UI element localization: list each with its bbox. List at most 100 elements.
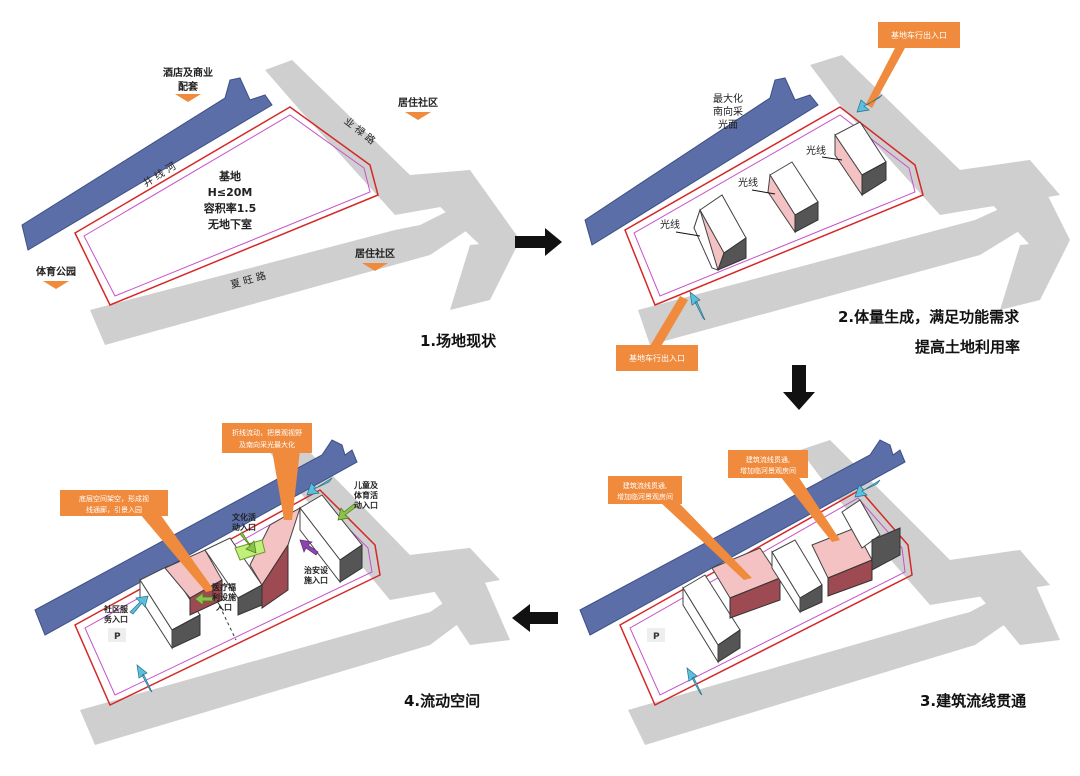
site-info-line: 无地下室 [207, 217, 252, 231]
parking-label: P [653, 632, 660, 642]
culture-entry-label: 文化活 动入口 [232, 512, 256, 532]
medical-entry-text: 入口 [215, 603, 232, 612]
callout-text: 增加临河景观房间 [740, 466, 796, 475]
entry-top-label: 基地车行出入口 [891, 30, 947, 40]
site-magenta-line [633, 114, 916, 297]
panel-3-caption: 3.建筑流线贯通 [920, 692, 1026, 710]
sun-note-line: 南向采 [713, 105, 743, 118]
children-entry-arrow-icon [337, 503, 357, 521]
light-label: 光线 [738, 176, 758, 189]
arrow-right-icon [515, 228, 562, 256]
road-bottom-extend [1000, 240, 1070, 310]
residential-top-label: 居住社区 [398, 96, 438, 109]
arrow-left-icon [512, 604, 558, 632]
callout-text: 线通廊，引景入园 [86, 505, 142, 514]
blue-arrow-icon [306, 477, 333, 496]
orange-marker-icon [405, 112, 431, 120]
parking-label: P [114, 632, 121, 642]
light-arrow [675, 156, 843, 237]
community-entry-text: 务入口 [104, 614, 128, 624]
children-entry-text: 儿童及 [353, 480, 379, 490]
panel-4-flow-space: P 折线流动，把景观视野 及南向采光最大化 底层空间架空，形成视 线通廊，引景入… [34, 423, 510, 745]
medical-entry-text: 医疗福 [212, 582, 236, 592]
river [21, 77, 273, 251]
site-redline [74, 489, 381, 707]
road-bottom [90, 200, 490, 345]
site-info-line: 容积率1.5 [203, 201, 257, 215]
community-entry-arrow-icon [129, 595, 149, 615]
building-block [693, 194, 747, 272]
panel-3-circulation: P 建筑流线贯通, 增加临河景观房间 建筑流线贯通, 增加临河景观房间 3.建筑… [579, 439, 1060, 745]
road-bottom [628, 585, 1040, 745]
entry-callout-bottom: 基地车行出入口 [616, 291, 706, 371]
panel-1-site-status: 井 线 河 业 禄 路 夏 旺 路 基地 H≤20M 容积率1.5 无地下室 酒… [21, 60, 520, 350]
sports-park-label: 体育公园 [36, 265, 76, 278]
medical-entry-label: 医疗福 利设施 入口 [211, 582, 236, 612]
residential-bottom-marker: 居住社区 [355, 247, 395, 271]
road-bottom [638, 195, 1050, 345]
site-redline [624, 106, 924, 306]
blue-arrow-icon [686, 667, 703, 696]
entry-bottom-label: 基地车行出入口 [629, 353, 685, 363]
building-block [834, 121, 887, 197]
children-entry-text: 动入口 [354, 500, 378, 510]
panel-1-caption: 1.场地现状 [420, 332, 497, 350]
culture-entry-text: 动入口 [232, 522, 256, 532]
sun-note-line: 光面 [718, 118, 738, 131]
hotel-marker: 酒店及商业 配套 [163, 66, 213, 102]
river [584, 77, 819, 246]
community-entry-text: 社区服 [103, 604, 129, 614]
panel-4-caption: 4.流动空间 [404, 692, 480, 710]
callout-text: 建筑流线贯通, [746, 455, 790, 464]
callout-left: 底层空间架空，形成视 线通廊，引景入园 [60, 490, 214, 592]
callout-text: 折线流动，把景观视野 [232, 428, 302, 437]
building-chain [682, 499, 901, 664]
blue-arrow-icon [136, 664, 153, 693]
culture-entry-text: 文化活 [232, 512, 256, 522]
callout-text: 建筑流线贯通, [623, 481, 667, 490]
children-entry-label: 儿童及 体育活 动入口 [353, 480, 379, 510]
entry-callout-top: 基地车行出入口 [856, 22, 960, 113]
panel-2-massing: 光线 光线 光线 最大化 南向采 光面 基地车行出入口 基地车行出入口 2.体量… [584, 22, 1070, 371]
site-info-line: 基地 [218, 169, 241, 183]
medical-entry-arrow-icon [194, 592, 214, 606]
security-entry-text: 施入口 [304, 575, 328, 585]
culture-entry-arrow-icon [239, 531, 257, 554]
hotel-label: 配套 [178, 80, 199, 93]
residential-bottom-label: 居住社区 [355, 247, 395, 260]
callout-left: 建筑流线贯通, 增加临河景观房间 [608, 476, 752, 580]
site-info-line: H≤20M [208, 186, 253, 199]
blue-arrow-icon [854, 479, 881, 498]
road-bottom [80, 585, 490, 745]
arrow-down-icon [783, 365, 815, 410]
callout-text: 底层空间架空，形成视 [79, 494, 149, 503]
security-entry-arrow-icon [299, 539, 319, 556]
light-label: 光线 [660, 218, 680, 231]
security-entry-label: 治安设 施入口 [304, 565, 328, 585]
light-label: 光线 [806, 144, 826, 157]
road-bottom-extend [450, 240, 520, 310]
hotel-label: 酒店及商业 [163, 66, 213, 79]
callout-top: 折线流动，把景观视野 及南向采光最大化 [222, 423, 312, 520]
orange-marker-icon [175, 94, 201, 102]
blue-arrow-icon [856, 94, 883, 113]
orange-marker-icon [362, 263, 388, 271]
sun-note: 最大化 南向采 光面 [713, 92, 743, 131]
orange-marker-icon [43, 281, 69, 289]
panel-2-caption: 2.体量生成，满足功能需求 [838, 308, 1020, 326]
community-entry-label: 社区服 务入口 [103, 604, 129, 624]
site-redline [74, 106, 379, 306]
medical-entry-text: 利设施 [211, 592, 236, 602]
callout-text: 增加临河景观房间 [617, 492, 673, 501]
children-entry-text: 体育活 [354, 490, 378, 500]
river [579, 439, 906, 636]
blue-arrow-icon [689, 291, 706, 321]
site-magenta-line [83, 114, 371, 297]
panel-2-caption: 提高土地利用率 [915, 338, 1020, 356]
security-entry-text: 治安设 [304, 565, 328, 575]
site-info: 基地 H≤20M 容积率1.5 无地下室 [203, 169, 257, 231]
sports-park-marker: 体育公园 [36, 265, 76, 289]
callout-right: 建筑流线贯通, 增加临河景观房间 [728, 450, 840, 542]
residential-top-marker: 居住社区 [398, 96, 438, 120]
